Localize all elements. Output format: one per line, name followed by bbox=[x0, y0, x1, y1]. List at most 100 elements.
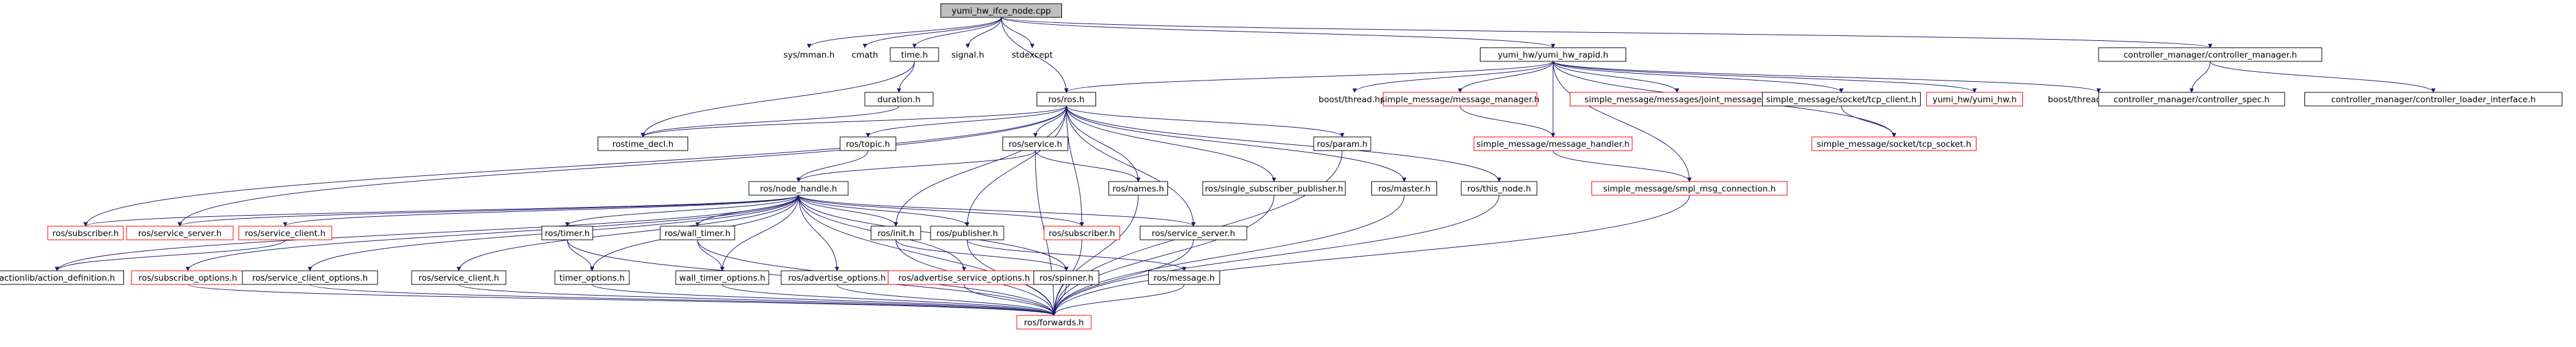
node-box-walltimer bbox=[660, 226, 735, 240]
edge-rosros-to-rosmaster bbox=[1066, 105, 1407, 182]
node-label-subopts: ros/subscribe_options.h bbox=[138, 273, 237, 283]
node-forwards[interactable]: ros/forwards.h bbox=[1016, 315, 1092, 330]
node-smhandler[interactable]: simple_message/message_handler.h bbox=[1474, 136, 1632, 151]
node-timeropts[interactable]: timer_options.h bbox=[554, 270, 630, 285]
node-walltimer[interactable]: ros/wall_timer.h bbox=[660, 226, 735, 240]
node-box-rosinit bbox=[870, 226, 921, 240]
node-label-forwards: ros/forwards.h bbox=[1024, 318, 1084, 328]
node-smtcpclient[interactable]: simple_message/socket/tcp_client.h bbox=[1762, 92, 1921, 107]
node-box-rosspinner bbox=[1033, 270, 1099, 285]
node-yumihw[interactable]: yumi_hw/yumi_hw.h bbox=[1926, 92, 2023, 107]
node-label-srvclientopts: ros/service_client_options.h bbox=[252, 273, 368, 283]
node-rosinit[interactable]: ros/init.h bbox=[870, 226, 921, 240]
edge-rosros-to-rosnames bbox=[1066, 105, 1141, 182]
edge-rosservice-to-rosnames bbox=[1035, 150, 1141, 182]
node-smmanager[interactable]: simple_message/message_manager.h bbox=[1381, 92, 1539, 107]
node-root[interactable]: yumi_hw_ifce_node.cpp bbox=[941, 3, 1062, 18]
edge-yumirapid-to-smjoint bbox=[1552, 61, 1680, 93]
node-yumirapid[interactable]: yumi_hw/yumi_hw_rapid.h bbox=[1480, 47, 1626, 62]
node-label-singlesub: ros/single_subscriber_publisher.h bbox=[1205, 184, 1343, 194]
node-cmloader[interactable]: controller_manager/controller_loader_int… bbox=[2304, 92, 2562, 107]
node-box-duration bbox=[864, 92, 934, 107]
edge-advopts-to-forwards bbox=[836, 284, 1056, 316]
node-advopts[interactable]: ros/advertise_options.h bbox=[781, 270, 893, 285]
node-actionlib[interactable]: actionlib/action_definition.h bbox=[0, 270, 124, 285]
edge-yumirapid-to-boostmutex bbox=[1552, 61, 2101, 93]
node-srvclientopts[interactable]: ros/service_client_options.h bbox=[242, 270, 378, 285]
node-rossubscriber2[interactable]: ros/subscriber.h bbox=[1043, 226, 1120, 240]
edge-smtcpclient-to-smtcpsocket bbox=[1841, 105, 1897, 138]
node-box-rostopic bbox=[839, 136, 896, 151]
node-box-actionlib bbox=[0, 270, 124, 285]
node-duration[interactable]: duration.h bbox=[864, 92, 934, 107]
node-nodehandle[interactable]: ros/node_handle.h bbox=[748, 181, 849, 196]
node-rosspinner[interactable]: ros/spinner.h bbox=[1033, 270, 1099, 285]
node-timeh[interactable]: time.h bbox=[890, 47, 939, 62]
node-subopts[interactable]: ros/subscribe_options.h bbox=[131, 270, 245, 285]
node-box-rossrvclient1 bbox=[238, 226, 332, 240]
node-label-signalh: signal.h bbox=[952, 50, 985, 60]
node-smjoint[interactable]: simple_message/messages/joint_message.h bbox=[1570, 92, 1784, 107]
edge-rossrvclient2-to-forwards bbox=[458, 284, 1056, 316]
node-box-cmh bbox=[2098, 47, 2322, 62]
node-walltimeropts[interactable]: wall_timer_options.h bbox=[675, 270, 769, 285]
node-rostimer[interactable]: ros/timer.h bbox=[541, 226, 593, 240]
node-label-smjoint: simple_message/messages/joint_message.h bbox=[1585, 95, 1770, 105]
edge-rosros-to-rosservice bbox=[1033, 105, 1067, 138]
node-rosmaster[interactable]: ros/master.h bbox=[1371, 181, 1437, 196]
edge-rosros-to-rossubscriber2 bbox=[1066, 105, 1084, 227]
edge-walltimer-to-walltimeropts bbox=[697, 239, 725, 271]
edge-yumirapid-to-rosros bbox=[1064, 61, 1554, 93]
edge-timeh-to-duration bbox=[896, 61, 915, 93]
edge-advsrvopts-to-forwards bbox=[963, 284, 1056, 316]
node-rossrvserver1[interactable]: ros/service_server.h bbox=[126, 226, 234, 240]
node-rosservice[interactable]: ros/service.h bbox=[1003, 136, 1068, 151]
node-box-smtcpsocket bbox=[1812, 136, 1976, 151]
node-rossrvserver2[interactable]: ros/service_server.h bbox=[1140, 226, 1247, 240]
node-rosros[interactable]: ros/ros.h bbox=[1037, 92, 1096, 107]
node-rossrvclient2[interactable]: ros/service_client.h bbox=[411, 270, 507, 285]
node-rosnames[interactable]: ros/names.h bbox=[1109, 181, 1168, 196]
node-box-rostimer bbox=[541, 226, 593, 240]
edge-root-to-signalh bbox=[965, 17, 1002, 48]
node-label-smplconn: simple_message/smpl_msg_connection.h bbox=[1603, 184, 1776, 194]
edge-duration-to-rostime bbox=[640, 105, 900, 138]
node-cmspec[interactable]: controller_manager/controller_spec.h bbox=[2098, 92, 2285, 107]
node-box-thisnode bbox=[1461, 181, 1538, 196]
node-box-walltimeropts bbox=[675, 270, 769, 285]
node-box-rostime bbox=[598, 136, 688, 151]
node-thisnode[interactable]: ros/this_node.h bbox=[1461, 181, 1538, 196]
node-rostopic[interactable]: ros/topic.h bbox=[839, 136, 896, 151]
node-label-advopts: ros/advertise_options.h bbox=[788, 273, 886, 283]
node-box-rossubscriber2 bbox=[1043, 226, 1120, 240]
node-cmh[interactable]: controller_manager/controller_manager.h bbox=[2098, 47, 2322, 62]
edge-rossrvserver2-to-forwards bbox=[1051, 239, 1194, 316]
node-label-stdexcept: stdexcept bbox=[1012, 50, 1053, 60]
node-singlesub[interactable]: ros/single_subscriber_publisher.h bbox=[1202, 181, 1346, 196]
node-label-cmh: controller_manager/controller_manager.h bbox=[2123, 50, 2297, 60]
node-box-smhandler bbox=[1474, 136, 1632, 151]
edge-rosros-to-rostopic bbox=[865, 105, 1067, 138]
node-box-srvclientopts bbox=[242, 270, 378, 285]
node-stdexcept: stdexcept bbox=[1012, 50, 1053, 60]
node-advsrvopts[interactable]: ros/advertise_service_options.h bbox=[888, 270, 1040, 285]
node-rostime[interactable]: rostime_decl.h bbox=[598, 136, 688, 151]
node-rossubscriber[interactable]: ros/subscriber.h bbox=[47, 226, 124, 240]
node-rosmessage[interactable]: ros/message.h bbox=[1148, 270, 1220, 285]
edge-rostopic-to-nodehandle bbox=[796, 150, 869, 182]
node-rossrvclient1[interactable]: ros/service_client.h bbox=[238, 226, 332, 240]
node-smplconn[interactable]: simple_message/smpl_msg_connection.h bbox=[1591, 181, 1787, 196]
node-rospublisher[interactable]: ros/publisher.h bbox=[930, 226, 1004, 240]
edge-root-to-stdexcept bbox=[1001, 17, 1035, 48]
edge-nodehandle-to-rossrvserver1 bbox=[177, 195, 799, 227]
node-label-rosros: ros/ros.h bbox=[1048, 95, 1085, 105]
node-label-advsrvopts: ros/advertise_service_options.h bbox=[898, 273, 1030, 283]
node-box-forwards bbox=[1016, 315, 1092, 330]
edge-singlesub-to-forwards bbox=[1051, 195, 1275, 316]
node-rosparam[interactable]: ros/param.h bbox=[1313, 136, 1371, 151]
node-label-yumihw: yumi_hw/yumi_hw.h bbox=[1932, 95, 2017, 105]
node-smtcpsocket[interactable]: simple_message/socket/tcp_socket.h bbox=[1812, 136, 1976, 151]
edge-walltimeropts-to-forwards bbox=[722, 284, 1056, 316]
node-label-actionlib: actionlib/action_definition.h bbox=[0, 273, 115, 283]
